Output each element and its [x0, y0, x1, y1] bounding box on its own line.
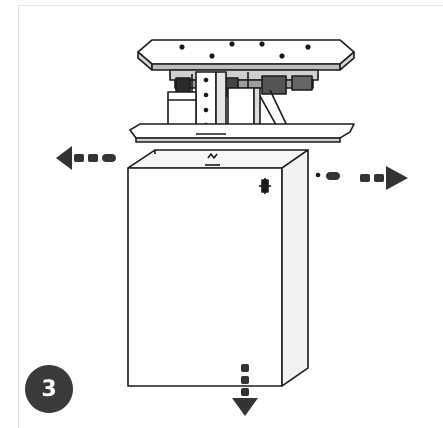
junction-box-left [167, 91, 197, 129]
dashed-arrow-right-icon [326, 166, 408, 190]
frame-border-top [18, 5, 443, 6]
dashed-arrow-down-icon [232, 364, 258, 416]
frame-border-left [18, 5, 19, 428]
step-number-badge: 3 [25, 365, 73, 413]
lower-support-plate [129, 123, 355, 143]
dashed-arrow-left-icon [56, 146, 116, 170]
top-mounting-plate [137, 39, 355, 71]
step-number: 3 [41, 376, 57, 402]
hood-enclosure [127, 149, 321, 387]
